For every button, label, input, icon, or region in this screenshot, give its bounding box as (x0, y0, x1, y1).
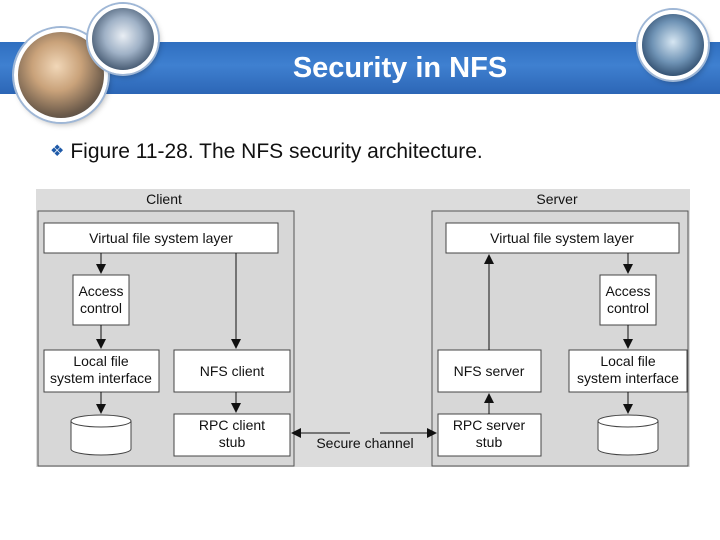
server-localfs-line1: Local file (600, 353, 655, 369)
disk-icon (597, 414, 659, 456)
server-vfs-text: Virtual file system layer (490, 230, 634, 246)
rpc-client-line2: stub (219, 434, 246, 450)
diagram-svg: Client Server Virtual file system layer … (37, 191, 689, 467)
disk-icon (70, 414, 132, 456)
nfs-server-text: NFS server (454, 363, 525, 379)
secure-channel-label: Secure channel (316, 435, 413, 451)
rpc-client-line1: RPC client (199, 417, 265, 433)
diamond-bullet-icon: ❖ (50, 143, 65, 160)
server-access-line2: control (607, 300, 649, 316)
client-vfs-text: Virtual file system layer (89, 230, 233, 246)
rpc-server-line2: stub (476, 434, 503, 450)
client-vfs-box (43, 222, 279, 254)
server-label: Server (536, 191, 578, 207)
client-access-line1: Access (78, 283, 123, 299)
slide-title: Security in NFS (292, 52, 508, 84)
nfs-server-box (437, 349, 542, 393)
server-localfs-line2: system interface (577, 370, 679, 386)
figure-caption: ❖ Figure 11-28. The NFS security architec… (50, 140, 483, 164)
client-access-line2: control (80, 300, 122, 316)
rpc-client-box (173, 413, 291, 457)
rpc-server-line1: RPC server (453, 417, 526, 433)
nfs-security-diagram: Client Server Virtual file system layer … (36, 189, 690, 467)
server-access-line1: Access (605, 283, 650, 299)
client-label: Client (146, 191, 182, 207)
rpc-server-box (437, 413, 542, 457)
nfs-client-text: NFS client (200, 363, 265, 379)
client-localfs-line1: Local file (73, 353, 128, 369)
photo-circle-right (638, 10, 708, 80)
server-localfs-box (568, 349, 688, 393)
photo-circle-top (88, 4, 158, 74)
client-localfs-line2: system interface (50, 370, 152, 386)
server-vfs-box (445, 222, 680, 254)
nfs-client-box (173, 349, 291, 393)
server-access-box (599, 274, 657, 326)
caption-text: Figure 11-28. The NFS security architect… (70, 140, 483, 163)
